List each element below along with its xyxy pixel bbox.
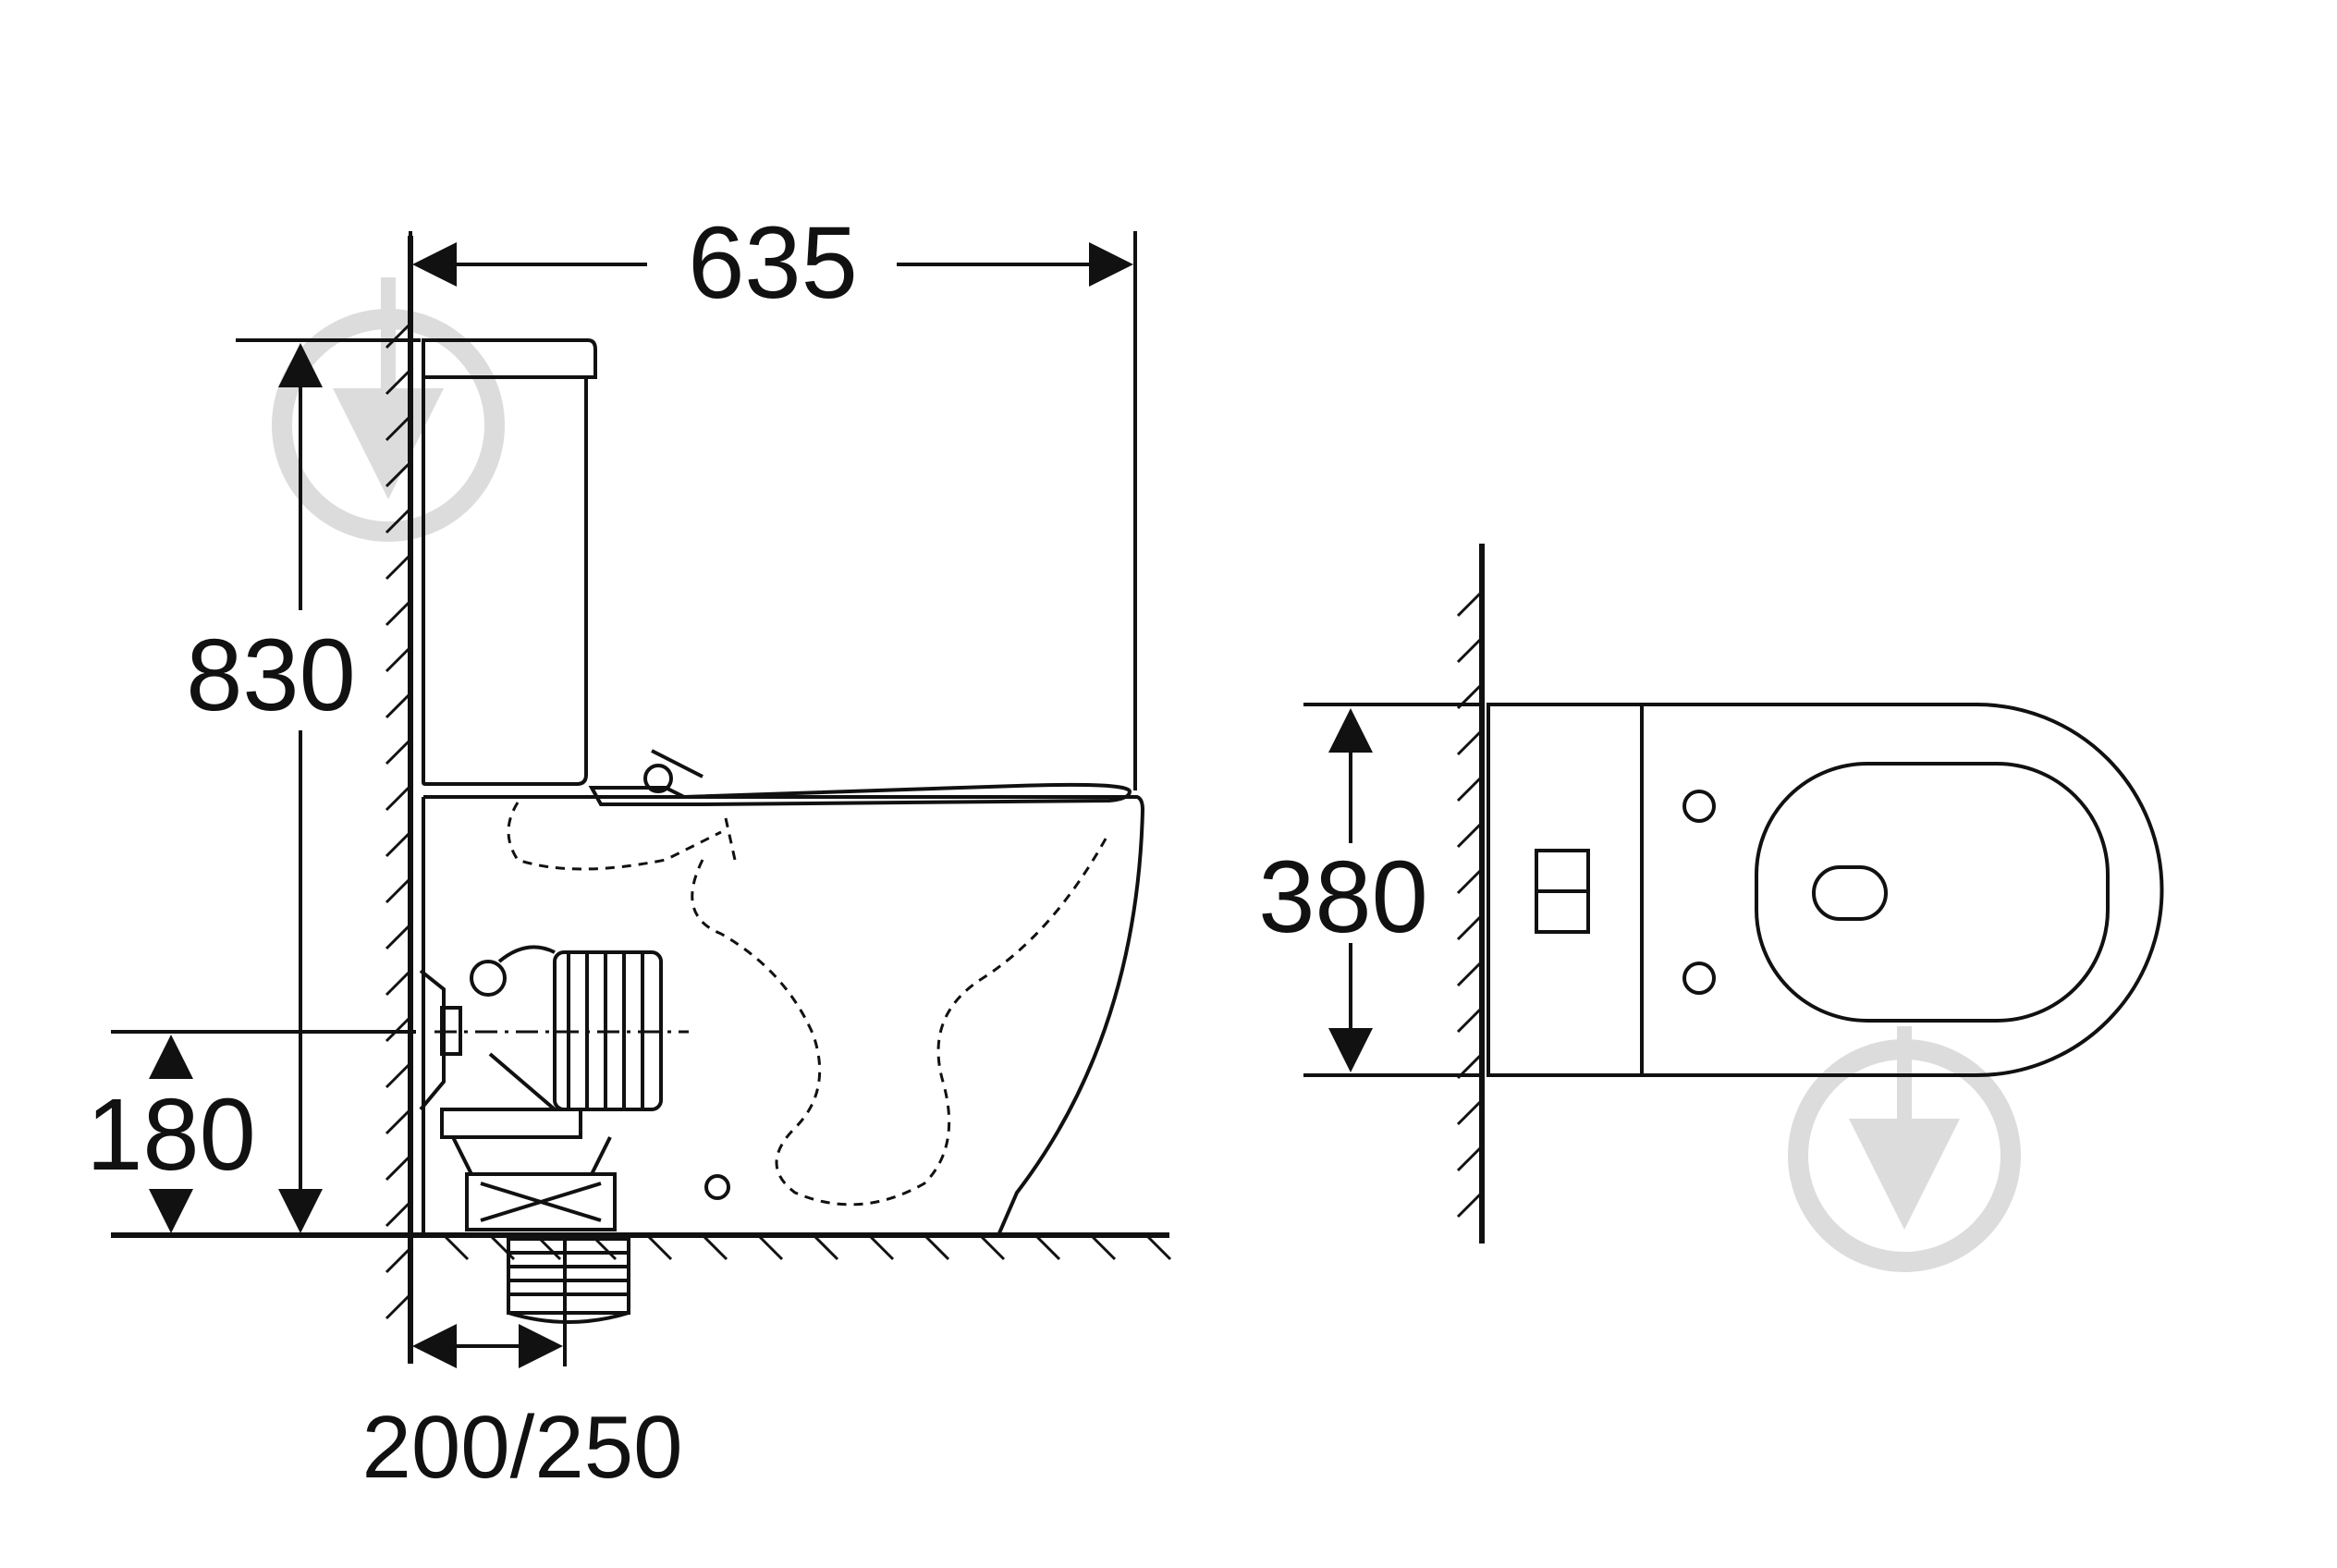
drain-hole-icon	[1812, 865, 1888, 921]
dimension-total-depth: 635	[688, 206, 858, 320]
cistern-top	[1487, 703, 2164, 1077]
watermark-logo-left	[272, 277, 505, 542]
dimension-width: 380	[1258, 840, 1428, 954]
bowl-outline	[423, 795, 1145, 1236]
wall-hatching	[385, 322, 412, 1320]
dimension-outlet-distance: 200/250	[361, 1398, 682, 1497]
floor-outlet-fitting	[440, 1108, 630, 1324]
outlet-connector	[419, 945, 663, 1111]
top-view: 380	[1258, 544, 2164, 1243]
trapway-dashed	[507, 802, 1111, 1207]
fixing-hole-icon	[1682, 790, 1716, 823]
watermark-logo-right	[1788, 1026, 2021, 1272]
bowl-opening-top	[1755, 762, 2110, 1023]
fixing-hole-icon	[1682, 962, 1716, 995]
wall-hatching-top	[1456, 590, 1484, 1219]
dimension-total-height: 830	[186, 619, 356, 732]
dimension-outlet-height: 180	[86, 1078, 256, 1192]
floor-hatching	[442, 1233, 1172, 1261]
cistern-outline	[422, 338, 597, 786]
seat-lid	[588, 782, 1132, 806]
side-view: 635 830 180 200/250	[86, 206, 1172, 1497]
seat-hinge	[643, 764, 673, 793]
